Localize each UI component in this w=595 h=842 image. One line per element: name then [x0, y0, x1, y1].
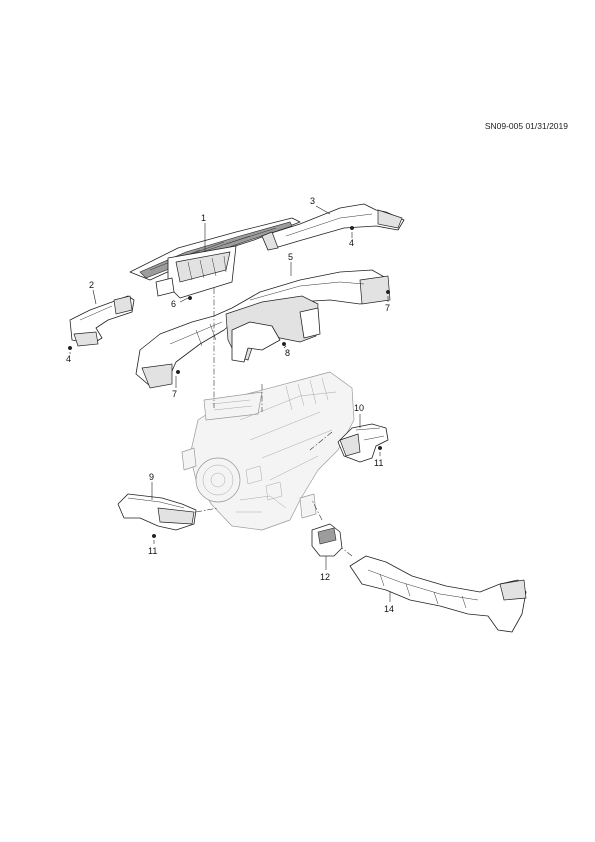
- screw-icon: [67, 345, 73, 351]
- callout-3: 3: [310, 196, 315, 206]
- callout-7: 7: [385, 303, 390, 313]
- right-lower-duct: [337, 423, 389, 463]
- right-side-duct: [261, 203, 405, 251]
- screw-icon: [385, 289, 391, 295]
- callout-8: 8: [285, 348, 290, 358]
- connector-duct: [311, 523, 343, 557]
- rear-floor-duct: [349, 555, 527, 633]
- callout-9: 9: [149, 472, 154, 482]
- alignment-lines: [195, 288, 353, 557]
- callout-5: 5: [288, 252, 293, 262]
- screw-icon: [151, 533, 157, 539]
- left-side-duct: [69, 295, 135, 347]
- defroster-duct: [129, 217, 301, 299]
- fasteners: [67, 225, 391, 539]
- hvac-module-ghost: [181, 371, 355, 531]
- callout-11: 11: [148, 546, 157, 556]
- screw-icon: [349, 225, 355, 231]
- screw-icon: [377, 445, 383, 451]
- callout-labels: 1 2 3 4 4 5 6 7 7 8 9 10 11 11 12 14: [66, 196, 394, 614]
- screw-icon: [187, 295, 193, 301]
- leader-lines: [69, 205, 391, 602]
- left-floor-duct: [117, 493, 197, 531]
- callout-2: 2: [89, 280, 94, 290]
- screw-icon: [175, 369, 181, 375]
- callout-11: 11: [374, 458, 383, 468]
- document-code: SN09-005 01/31/2019: [484, 121, 568, 131]
- callout-4: 4: [349, 238, 354, 248]
- center-duct-assembly: [135, 269, 391, 389]
- callout-14: 14: [384, 604, 394, 614]
- callout-1: 1: [201, 213, 206, 223]
- callout-6: 6: [171, 299, 176, 309]
- callout-7: 7: [172, 389, 177, 399]
- callout-4: 4: [66, 354, 71, 364]
- callout-12: 12: [320, 572, 330, 582]
- screw-icon: [281, 341, 287, 347]
- callout-10: 10: [354, 403, 364, 413]
